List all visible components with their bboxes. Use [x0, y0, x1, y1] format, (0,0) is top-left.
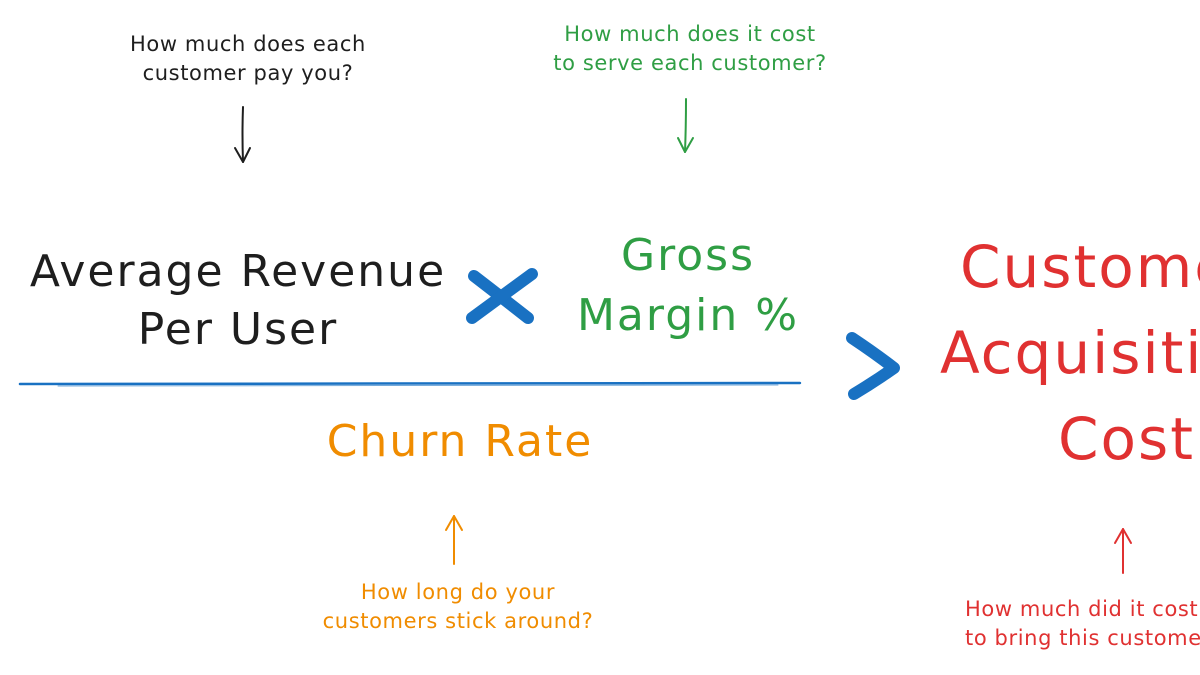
arpu-term-line-2: Per User	[137, 304, 339, 355]
multiply-icon	[466, 268, 538, 324]
arrow-down-icon	[234, 106, 251, 163]
churn-question-line-1: How long do your	[360, 580, 556, 604]
arpu-term-line-1: Average Revenue	[29, 246, 447, 297]
margin-term: Gross Margin %	[548, 234, 828, 338]
cac-question-line-1: How much did it cost	[965, 597, 1199, 621]
margin-term-line-1: Gross	[621, 230, 755, 281]
margin-question: How much does it cost to serve each cust…	[535, 24, 845, 74]
cac-question-line-2: to bring this customer?	[965, 626, 1200, 650]
cac-question: How much did it cost to bring this custo…	[965, 599, 1200, 649]
fraction-line	[18, 381, 802, 387]
cac-term-line-2: Acquisition	[940, 319, 1200, 387]
greater-than-icon	[846, 332, 900, 400]
arpu-question-line-1: How much does each	[130, 32, 366, 56]
arpu-question: How much does each customer pay you?	[118, 34, 378, 84]
churn-term-label: Churn Rate	[326, 416, 594, 467]
cac-term-line-3: Cost	[1058, 405, 1195, 473]
churn-question: How long do your customers stick around?	[298, 582, 618, 632]
arrow-up-icon	[1114, 528, 1132, 574]
arrow-up-icon	[445, 515, 463, 565]
margin-question-line-1: How much does it cost	[564, 22, 816, 46]
churn-question-line-2: customers stick around?	[322, 609, 594, 633]
cac-term: Customer Acquisition Cost	[940, 238, 1200, 468]
cac-term-line-1: Customer	[960, 233, 1200, 301]
arpu-question-line-2: customer pay you?	[142, 61, 354, 85]
arrow-down-icon	[677, 98, 694, 153]
arpu-term: Average Revenue Per User	[28, 250, 448, 352]
churn-term: Churn Rate	[250, 420, 670, 464]
margin-question-line-2: to serve each customer?	[553, 51, 827, 75]
margin-term-line-2: Margin %	[576, 290, 800, 341]
